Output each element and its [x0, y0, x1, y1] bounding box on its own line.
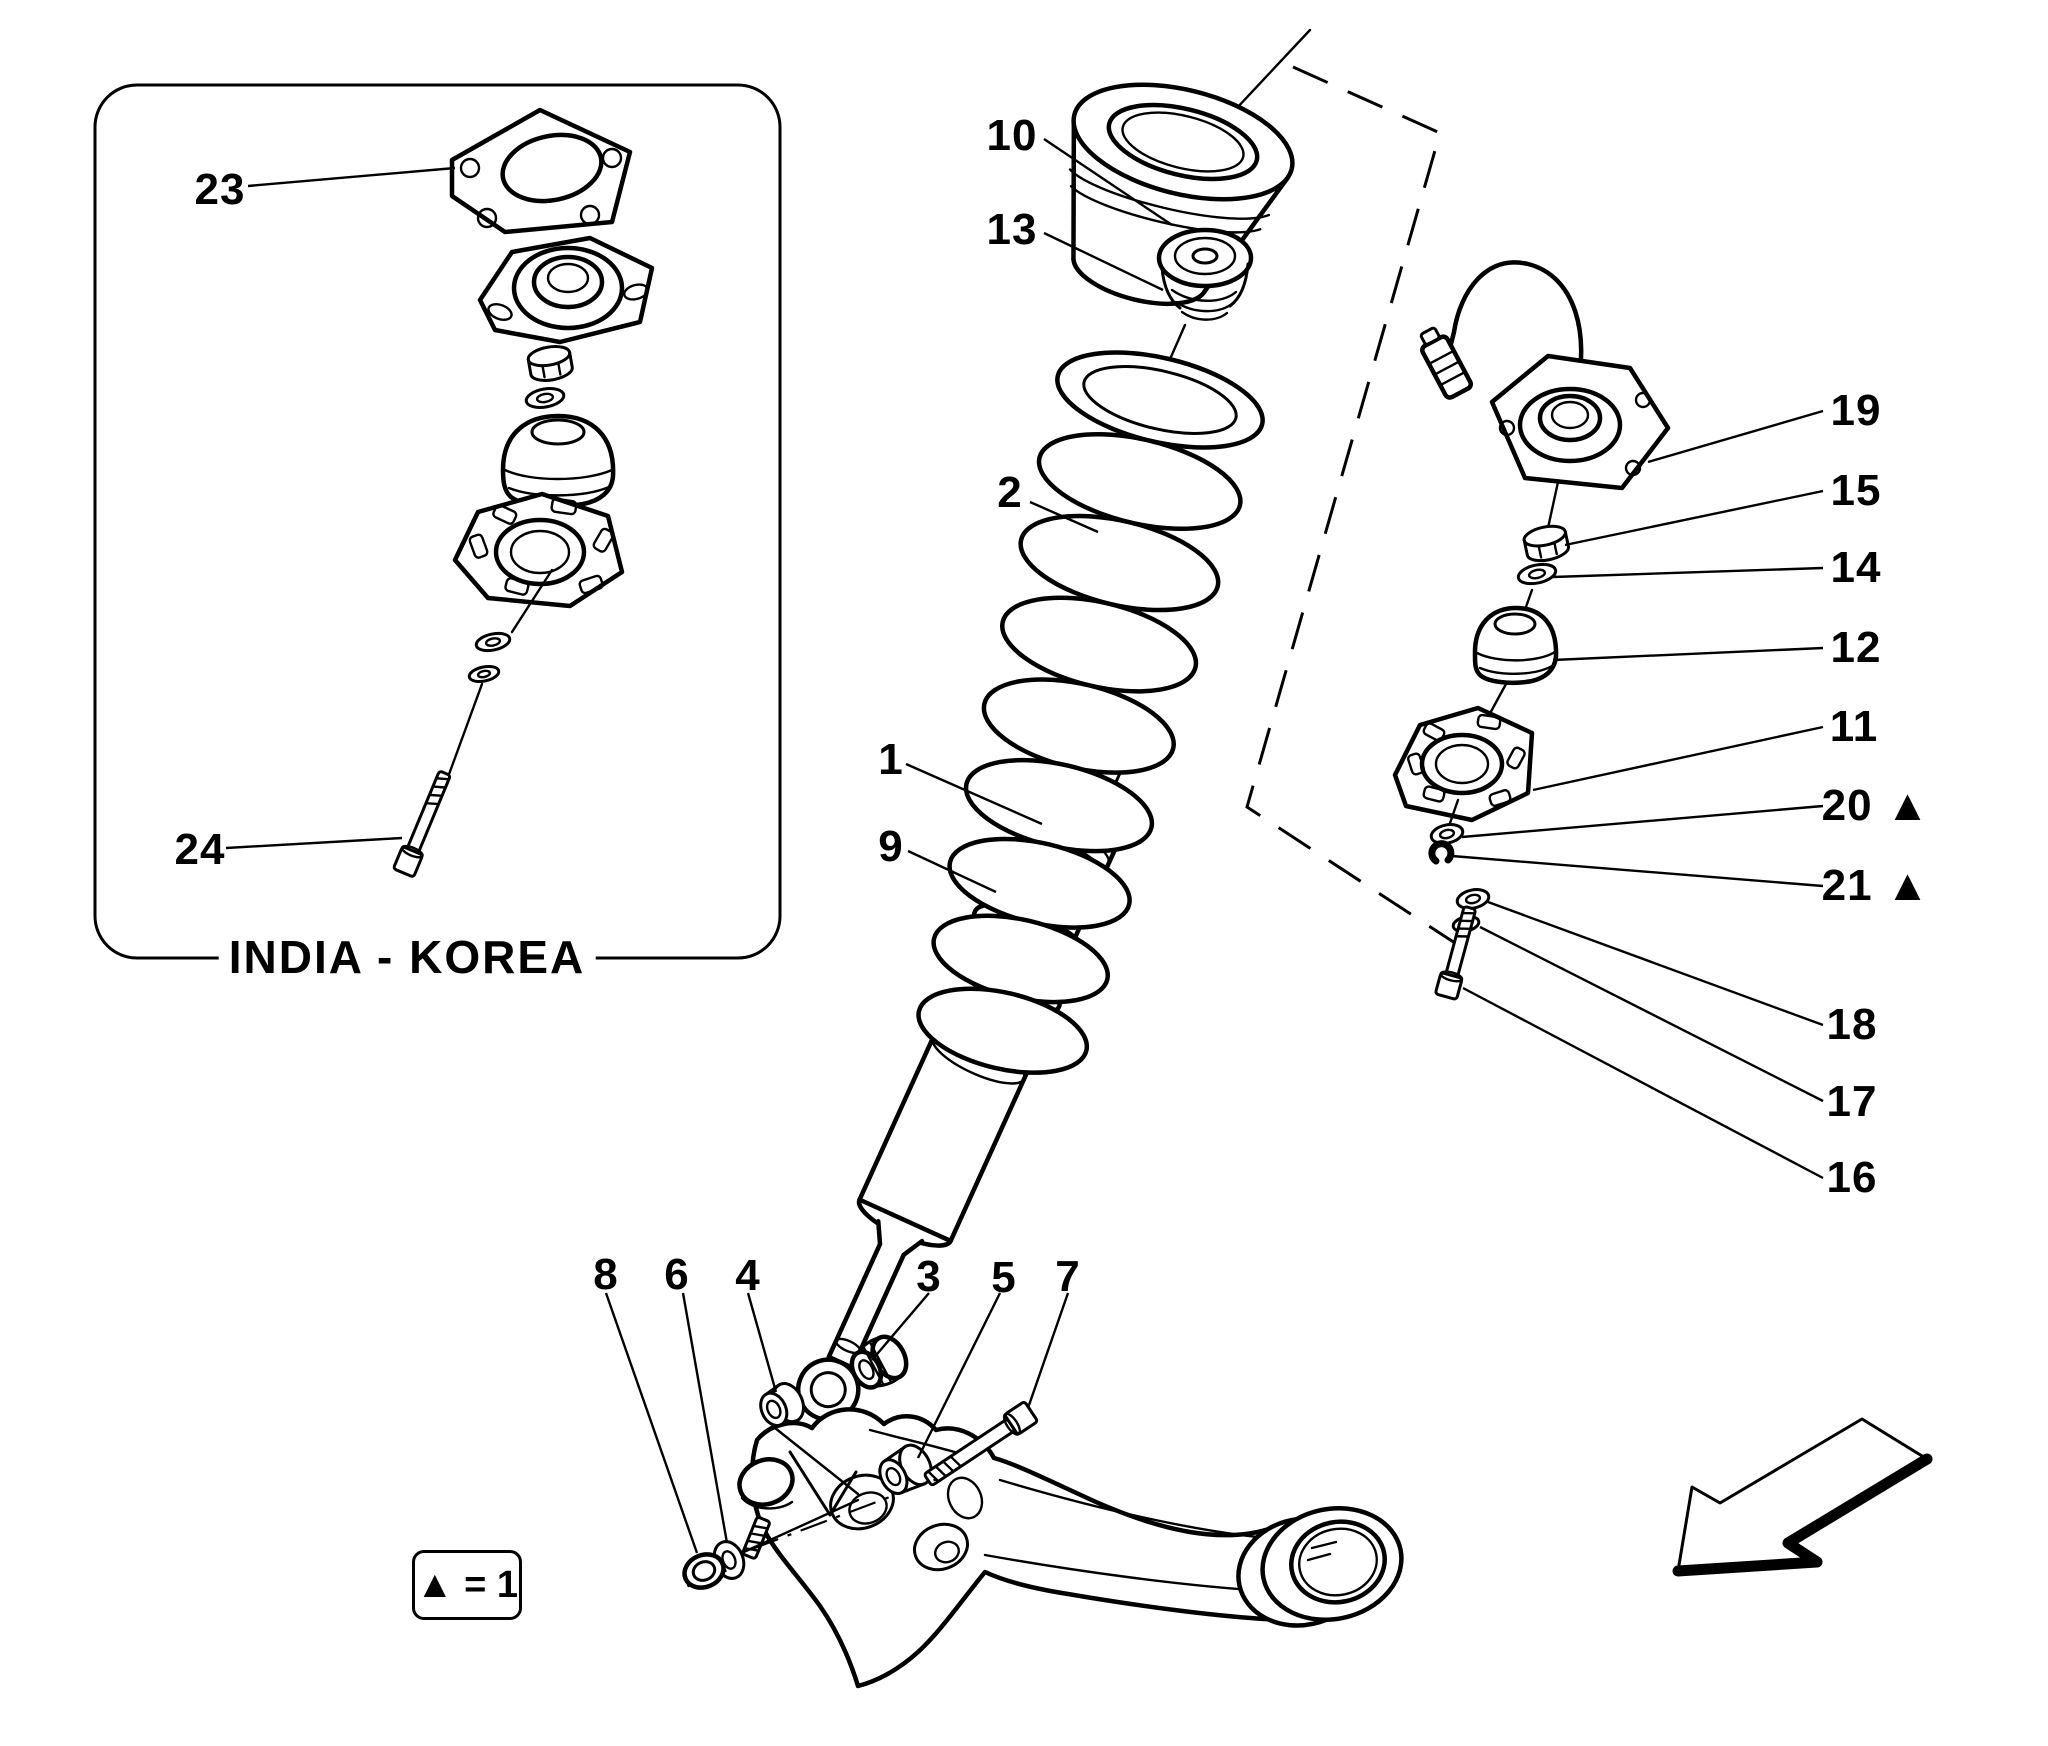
leader-line-5	[916, 1292, 1002, 1459]
nut-icon	[526, 345, 574, 382]
washer-icon	[467, 664, 501, 684]
bushing-icon	[849, 1334, 909, 1390]
leader-lines	[225, 138, 1824, 1554]
leader-line-2	[1029, 500, 1099, 534]
sensor-mount-icon	[1419, 260, 1671, 491]
circlip-icon	[1428, 840, 1455, 865]
washer-icon	[1516, 562, 1558, 586]
leader-line-1	[905, 762, 1043, 826]
nut-icon	[1522, 524, 1570, 563]
callout-label-2: 2	[997, 468, 1023, 517]
callout-label-15: 15	[1830, 466, 1882, 515]
bolt-icon	[923, 1401, 1039, 1487]
ball-joint-icon	[737, 1457, 795, 1560]
leader-line-19	[1647, 409, 1824, 464]
callout-label-16: 16	[1826, 1153, 1878, 1202]
leader-line-17	[1479, 925, 1824, 1103]
washer-icon	[524, 387, 566, 409]
callout-label-10: 10	[986, 111, 1038, 160]
callout-label-12: 12	[1830, 623, 1882, 672]
region-label: INDIA - KOREA	[218, 930, 596, 984]
leader-line-11	[1532, 725, 1824, 792]
leader-line-7	[1026, 1292, 1070, 1409]
callout-label-1: 1	[878, 735, 904, 784]
flange-plate-icon	[452, 491, 625, 609]
callout-label-7: 7	[1055, 1252, 1081, 1301]
washer-icon	[1455, 888, 1491, 910]
bolt-icon	[392, 770, 452, 878]
leader-line-16	[1462, 986, 1824, 1180]
leader-line-15	[1564, 489, 1824, 547]
callout-label-13: 13	[986, 205, 1038, 254]
rubber-buffer-icon	[500, 413, 616, 509]
leader-line-8	[604, 1292, 699, 1554]
coil-spring-icon	[916, 350, 1265, 1075]
leader-line-20	[1461, 804, 1824, 839]
leader-line-10	[1043, 138, 1173, 226]
legend-box: ▲ = 1	[412, 1550, 522, 1620]
leader-line-23	[247, 166, 456, 188]
callout-label-4: 4	[735, 1251, 761, 1300]
callout-label-11: 11	[1829, 702, 1879, 751]
bolt-icon	[1434, 905, 1477, 1001]
callout-label-3: 3	[916, 1252, 942, 1301]
strut-mount-icon	[477, 235, 655, 345]
variant-box	[93, 83, 782, 960]
callout-label-8: 8	[593, 1250, 619, 1299]
leader-line-9	[907, 849, 997, 894]
callout-label-23: 23	[194, 165, 246, 214]
legend-text: ▲ = 1	[415, 1563, 519, 1606]
callout-label-9: 9	[878, 822, 904, 871]
flange-plate-icon	[1392, 705, 1535, 823]
rubber-buffer-icon	[1472, 605, 1559, 685]
dashed-reference-outline	[1245, 65, 1459, 947]
bushing-icon	[759, 1382, 805, 1428]
washer-icon	[474, 631, 512, 653]
upper-plate-icon	[449, 107, 633, 235]
leader-line-18	[1487, 900, 1824, 1027]
leader-line-21	[1451, 854, 1824, 888]
bump-stop-cup-icon	[1068, 82, 1295, 307]
leader-line-13	[1043, 231, 1164, 292]
leader-line-14	[1552, 566, 1824, 579]
callout-label-19: 19	[1830, 386, 1882, 435]
control-arm-icon	[749, 1407, 1404, 1689]
callout-label-5: 5	[991, 1253, 1017, 1302]
direction-arrow-icon	[1672, 1417, 1933, 1577]
leader-line-3	[871, 1292, 930, 1361]
threaded-plug-icon	[1156, 227, 1254, 321]
callout-label-20: 20 ▲	[1821, 781, 1931, 830]
callout-label-6: 6	[664, 1250, 690, 1299]
callout-label-17: 17	[1826, 1077, 1878, 1126]
leader-line-12	[1552, 646, 1824, 662]
center-axis-line	[751, 1476, 941, 1551]
callout-label-24: 24	[174, 825, 226, 874]
callout-label-18: 18	[1826, 1000, 1878, 1049]
callout-label-14: 14	[1830, 543, 1882, 592]
callout-label-21: 21 ▲	[1821, 861, 1931, 910]
leader-line-6	[681, 1292, 729, 1544]
nut-icon	[682, 1552, 727, 1590]
leader-line-24	[225, 836, 403, 850]
leader-line-4	[746, 1292, 778, 1393]
